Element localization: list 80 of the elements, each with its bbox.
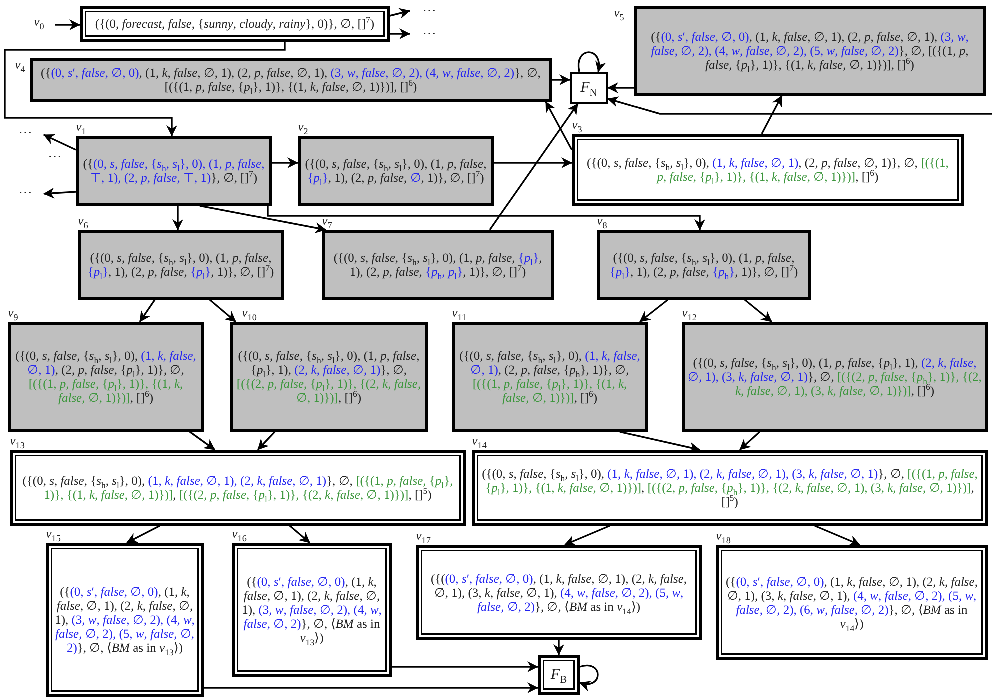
arrow xyxy=(4,42,286,137)
state-label: v$_{8}$ xyxy=(597,213,608,229)
state-label: v$_{18}$ xyxy=(716,528,731,544)
state-tuple-text: ({(0, s′, false, ∅, 0), (1, k, false, ∅, 1), (2, k, false, ∅, 1), (3, k, false, ∅, 1), (4, w, false, ∅, 2), (5, w, false, ∅, 2), (6, w, false, ∅, 2)}, ∅, ⟨BM as in v$_{14}$⟩) xyxy=(725,574,979,630)
arrow xyxy=(172,206,184,231)
arrow xyxy=(289,525,311,544)
state-tuple-text: ({(0, s, false, {s$_{h}$, s$_{l}$}, 0), (1, k, false, ∅, 1), (2, p, false, {p$_{h}$}, 1)}, ∅, [({(1, p, false, {p$_{l}$}, 1)}, {(1, k, false, ∅, 1)})], []$^{6}$) xyxy=(458,349,642,405)
ellipsis-text: ⋯ xyxy=(8,184,44,202)
arrow xyxy=(139,300,156,322)
arrow xyxy=(607,82,634,94)
arrow xyxy=(554,640,564,656)
state-label: v$_{3}$ xyxy=(572,117,582,133)
state-label: v$_{11}$ xyxy=(452,305,467,321)
state-label: v$_{13}$ xyxy=(10,433,25,449)
state-tuple-text: ({(0, s, false, {s$_{h}$, s$_{l}$}, 0), (1, p, false, {p$_{l}$}, 1), (2, p, false, {p$_{l}$}, 1)}, ∅, []$^{7}$) xyxy=(86,251,276,279)
state-tuple-text: ({(0, s, false, {s$_{h}$, s$_{l}$}, 0), (1, p, false, ⊤, 1), (2, p, false, ⊤, 1)}, ∅, []$^{7}$) xyxy=(82,157,266,185)
state-label: v$_{9}$ xyxy=(8,305,18,321)
state-label: v$_{4}$ xyxy=(15,57,26,73)
final-state-box xyxy=(538,655,580,695)
state-tuple-text: ({(0, s, false, {s$_{h}$, s$_{l}$}, 0), (1, k, false, ∅, 1), (2, k, false, ∅, 1)}, ∅, [({(1, p, false, {p$_{l}$}, 1)}, {(1, k, false, ∅, 1)})], [({(2, p, false, {p$_{l}$}, 1)}, {(2, k, false, ∅, 1)})], []$^{5}$) xyxy=(22,474,454,502)
state-label: v$_{17}$ xyxy=(416,528,431,544)
state-label: v$_{15}$ xyxy=(46,526,61,542)
state-tuple-text: ({(0, forecast, false, {sunny, cloudy, rainy}, 0)}, ∅, []$^{7}$) xyxy=(95,17,375,31)
arrow xyxy=(545,102,573,150)
arrow xyxy=(390,8,411,19)
state-label: v$_{16}$ xyxy=(232,526,247,542)
arrow xyxy=(44,134,76,151)
state-tuple-text: ({(0, s, false, {s$_{h}$, s$_{l}$}, 0), (1, k, false, ∅, 1), (2, p, false, {p$_{l}$}, 1)}, ∅, [({(1, p, false, {p$_{l}$}, 1)}, {(1, k, false, ∅, 1)})], []$^{6}$) xyxy=(14,349,198,405)
state-tuple-text: ({(0, s, false, {s$_{h}$, s$_{l}$}, 0), (1, p, false, {p$_{l}$}, 1), (2, k, false, ∅, 1)}, ∅, [({(2, p, false, {p$_{l}$}, 1)}, {(2, k, false, ∅, 1)})], []$^{6}$) xyxy=(236,349,422,405)
arrow xyxy=(739,431,761,451)
state-tuple-text: ({(0, s′, false, ∅, 0), (1, k, false, ∅, 1), (2, p, false, ∅, 1), (3, w, false, ∅, 2), (4, w, false, ∅, 2)}, ∅, [({(1, p, false, {p$_{l}$}, 1)}, {(1, k, false, ∅, 1)})], []$^{6}$) xyxy=(40,66,542,94)
arrow xyxy=(392,662,539,672)
arrow xyxy=(744,299,773,323)
state-label: v$_{1}$ xyxy=(76,119,86,135)
arrow xyxy=(607,96,992,115)
ellipsis-text: ⋯ xyxy=(48,149,63,166)
state-tuple-text: ({(0, s′, false, ∅, 0), (1, k, false, ∅, 1), (2, k, false, ∅, 1), (3, w, false, ∅, 2), (4, w, false, ∅, 2)}, ∅, ⟨BM as in v$_{13}$⟩) xyxy=(241,575,383,645)
arrow xyxy=(257,431,276,451)
state-tuple-text: ({(0, s, false, {s$_{h}$, s$_{l}$}, 0), (1, p, false, {p$_{l}$}, 1), (2, p, false, {p$_{h}$, p$_{l}$}, 1)}, ∅, []$^{7}$) xyxy=(332,251,544,279)
state-tuple-text: ({(0, s, false, {s$_{h}$, s$_{l}$}, 0), (1, k, false, ∅, 1), (2, p, false, ∅, 1)}, ∅, [({(1, p, false, {p$_{l}$}, 1)}, {(1, k, false, ∅, 1)})], []$^{6}$) xyxy=(586,156,950,184)
state-label: v$_{2}$ xyxy=(298,119,308,135)
arrow xyxy=(55,20,81,30)
state-tuple-text: ({(0, s′, false, ∅, 0), (1, k, false, ∅, 1), (2, p, false, ∅, 1), (3, w, false, ∅, 2), (4, w, false, ∅, 2), (5, w, false, ∅, 2)}, ∅, [({(1, p, false, {p$_{l}$}, 1)}, {(1, k, false, ∅, 1)})], []$^{6}$) xyxy=(650,30,970,72)
state-label: v$_{12}$ xyxy=(682,305,697,321)
arrow xyxy=(578,52,606,73)
state-label: v$_{14}$ xyxy=(472,433,487,449)
arrow xyxy=(814,525,860,546)
arrow xyxy=(200,205,327,234)
arrow xyxy=(564,525,610,546)
state-tuple-text: ({((0, s′, false, ∅, 0), (1, k, false, ∅, 1), (2, k, false, ∅, 1), (3, k, false, ∅, 1), (4, w, false, ∅, 2), (5, w, false, ∅, 2)}, ∅, ⟨BM as in v$_{14}$⟩) xyxy=(430,572,688,614)
arrow xyxy=(267,206,706,231)
arrow xyxy=(272,158,299,168)
arrow xyxy=(639,299,669,323)
state-label: v$_{6}$ xyxy=(78,213,88,229)
state-symbol: F$_{B}$ xyxy=(550,668,568,682)
state-tuple-text: ({(0, s, false, {s$_{h}$, s$_{l}$}, 0), (1, p, false, {p$_{l}$}, 1), (2, p, false, {p$_{h}$}, 1)}, ∅, []$^{7}$) xyxy=(608,251,800,279)
arrow xyxy=(761,96,783,134)
arrow xyxy=(552,74,571,86)
arrow xyxy=(489,104,579,230)
state-label: v$_{10}$ xyxy=(242,305,257,321)
state-tuple-text: ({(0, s, false, {s$_{h}$, s$_{l}$}, 0), (1, k, false, ∅, 1), (2, k, false, ∅, 1), (3, k, false, ∅, 1)}, ∅, [({(1, p, false, {p$_{l}$}, 1)}, {(1, k, false, ∅, 1)})], [({(2, p, false, {p$_{h}$}, 1)}, {(2, k, false, ∅, 1), (3, k, false, ∅, 1)})], []$^{5}$) xyxy=(481,467,979,509)
ellipsis-text: ⋯ xyxy=(8,124,44,142)
arrow xyxy=(126,525,160,544)
arrow xyxy=(390,28,411,40)
state-tuple-text: ({(0, s, false, {s$_{h}$, s$_{l}$}, 0), (1, p, false, {p$_{l}$}, 1), (2, k, false, ∅, 1), (3, k, false, ∅, 1)}, ∅, [({(2, p, false, {p$_{h}$}, 1)}, {(2, k, false, ∅, 1), (3, k, false, ∅, 1)})], []$^{6}$) xyxy=(688,356,982,398)
arrow xyxy=(494,158,573,168)
arrow xyxy=(190,431,216,451)
ellipsis-text: ⋯ xyxy=(410,25,450,43)
arrow xyxy=(579,664,599,691)
arrow xyxy=(43,188,76,199)
state-symbol: F$_{N}$ xyxy=(580,81,598,95)
arrow xyxy=(204,682,539,694)
state-tuple-text: ({(0, s, false, {s$_{h}$, s$_{l}$}, 0), (1, p, false, {p$_{l}$}, 1), (2, p, false, ∅, 1)}, ∅, []$^{7}$) xyxy=(304,157,488,185)
state-label: v$_{5}$ xyxy=(614,5,624,21)
state-tuple-text: ({(0, s′, false, ∅, 0), (1, k, false, ∅, 1), (2, k, false, ∅, 1), (3, w, false, ∅, 2), (4, w, false, ∅, 2), (5, w, false, ∅, 2)}, ∅, ⟨BM as in v$_{13}$⟩) xyxy=(55,585,195,655)
ellipsis-text: ⋯ xyxy=(410,2,450,20)
final-state-box xyxy=(570,72,608,104)
state-label: v$_{7}$ xyxy=(322,213,332,229)
arrow xyxy=(209,299,237,323)
state-label: v$_{0}$ xyxy=(34,14,44,30)
